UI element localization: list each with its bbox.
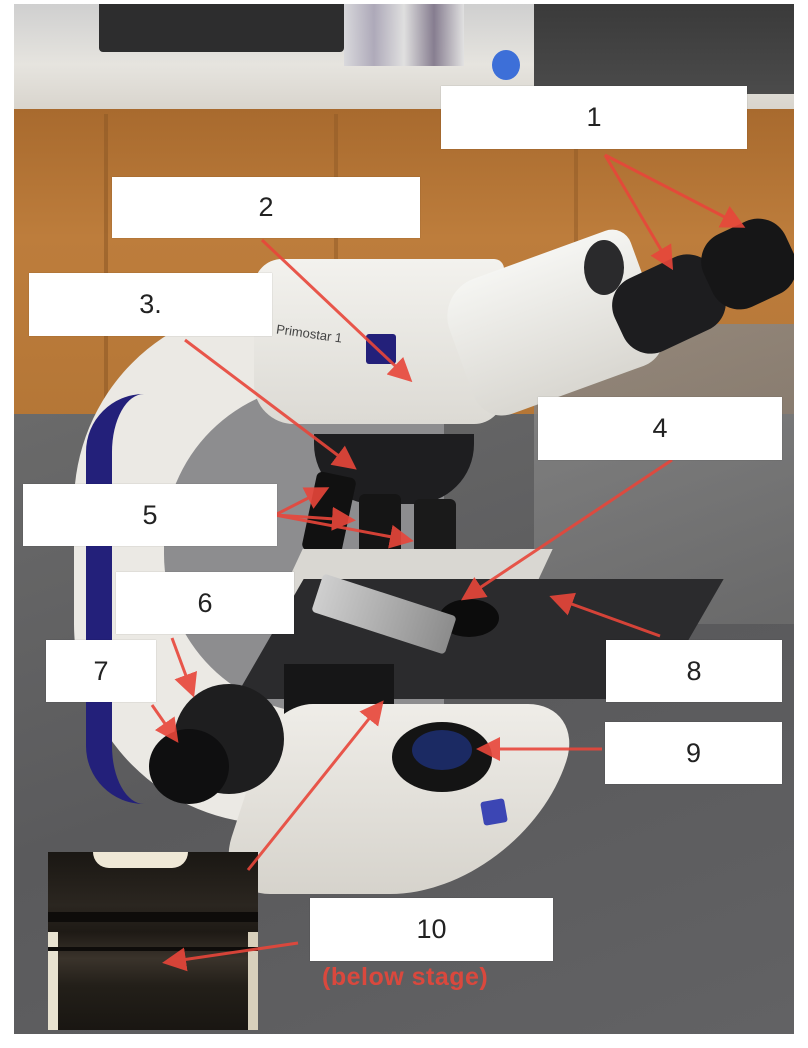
arm-blue-stripe — [86, 394, 144, 804]
inset-ring — [48, 947, 258, 951]
label-8-text: 8 — [686, 655, 702, 686]
label-2-text: 2 — [258, 192, 274, 222]
label-9: 9 — [605, 722, 782, 784]
label-6-text: 6 — [197, 587, 213, 618]
label-5-text: 5 — [142, 499, 158, 530]
label-9-text: 9 — [685, 737, 702, 768]
background-monitor — [99, 4, 344, 52]
inset-left-edge — [48, 932, 58, 1030]
label-10: 10 — [310, 898, 553, 961]
base-zeiss-logo-icon — [480, 798, 508, 826]
label-3-text: 3. — [139, 289, 162, 319]
background-dark-equipment — [534, 4, 794, 94]
zeiss-logo-icon — [366, 334, 396, 364]
label-6: 6 — [116, 572, 294, 634]
label-8: 8 — [606, 640, 782, 702]
diopter-ring — [584, 240, 624, 295]
cabinet-divider — [104, 114, 108, 424]
inset-ring — [48, 912, 258, 922]
label-5: 5 — [23, 484, 277, 546]
label-4-text: 4 — [652, 413, 668, 443]
label-7-text: 7 — [93, 655, 109, 686]
label-1-text: 1 — [586, 102, 602, 132]
inset-highlight — [93, 852, 188, 868]
inset-right-edge — [248, 932, 258, 1030]
label-3: 3. — [29, 273, 272, 336]
below-stage-note: (below stage) — [322, 963, 489, 991]
cabinet-divider — [574, 114, 578, 334]
label-2: 2 — [112, 177, 420, 238]
label-10-text: 10 — [416, 914, 447, 944]
label-7: 7 — [46, 640, 156, 702]
label-4: 4 — [538, 397, 782, 460]
label-1: 1 — [441, 86, 747, 149]
background-bottles — [344, 4, 464, 66]
light-source-glass — [412, 730, 472, 770]
focus-knob-fine — [149, 729, 229, 804]
inset-condenser-closeup — [48, 852, 258, 1030]
background-blue-glove — [492, 50, 520, 80]
